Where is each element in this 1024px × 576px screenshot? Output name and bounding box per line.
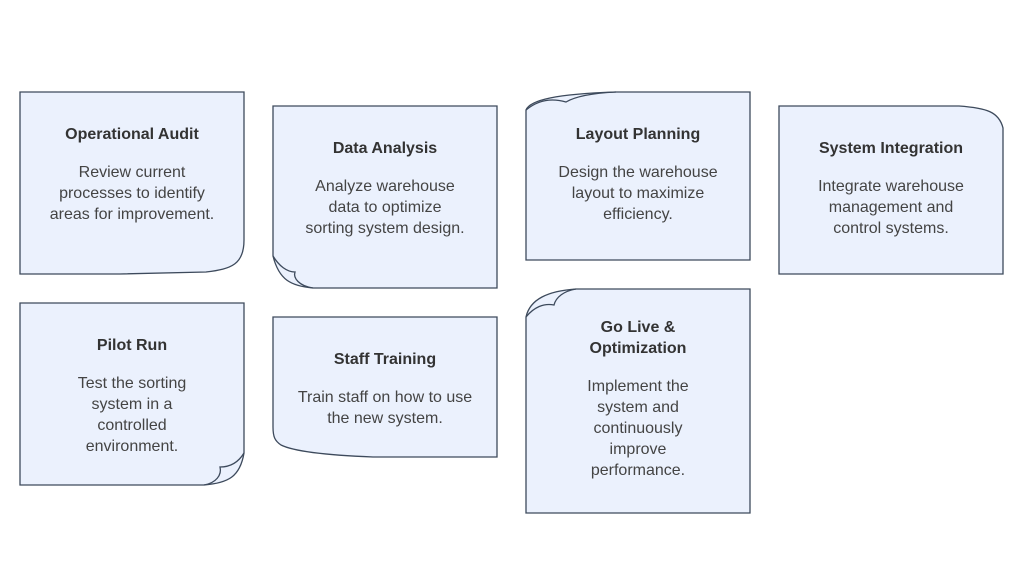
card-shape: [525, 288, 751, 514]
card-content: Layout Planning Design the warehouse lay…: [526, 124, 750, 225]
card-staff-training: Staff Training Train staff on how to use…: [272, 316, 498, 458]
card-data-analysis: Data Analysis Analyze warehouse data to …: [272, 105, 498, 289]
card-content: System Integration Integrate warehouse m…: [779, 138, 1003, 239]
card-shape: [778, 105, 1004, 275]
card-content: Data Analysis Analyze warehouse data to …: [273, 138, 497, 239]
card-title: Data Analysis: [332, 140, 438, 157]
card-content: Pilot Run Test the sorting system in a c…: [20, 335, 244, 457]
card-shape: [19, 302, 245, 486]
card-description: Design the warehouse layout to maximize …: [558, 164, 718, 223]
card-title: Pilot Run: [96, 337, 168, 354]
card-shape: [19, 91, 245, 275]
card-description: Test the sorting system in a controlled …: [77, 375, 187, 455]
card-go-live-optimization: Go Live & Optimization Implement the sys…: [525, 288, 751, 514]
card-description: Train staff on how to use the new system…: [297, 389, 473, 427]
card-shape: [272, 316, 498, 458]
card-layout-planning: Layout Planning Design the warehouse lay…: [525, 91, 751, 261]
card-content: Go Live & Optimization Implement the sys…: [526, 317, 750, 481]
card-description: Analyze warehouse data to optimize sorti…: [305, 178, 465, 237]
card-description: Review current processes to identify are…: [49, 164, 215, 223]
card-shape: [525, 91, 751, 261]
card-title: Layout Planning: [575, 126, 701, 143]
card-title: Go Live & Optimization: [589, 319, 687, 357]
card-system-integration: System Integration Integrate warehouse m…: [778, 105, 1004, 275]
card-description: Integrate warehouse management and contr…: [818, 178, 964, 237]
card-content: Operational Audit Review current process…: [20, 124, 244, 225]
card-operational-audit: Operational Audit Review current process…: [19, 91, 245, 275]
card-content: Staff Training Train staff on how to use…: [273, 349, 497, 429]
card-title: Operational Audit: [65, 126, 199, 143]
card-title: Staff Training: [333, 351, 437, 368]
card-description: Implement the system and continuously im…: [587, 378, 689, 479]
card-title: System Integration: [818, 140, 964, 157]
card-pilot-run: Pilot Run Test the sorting system in a c…: [19, 302, 245, 486]
card-shape: [272, 105, 498, 289]
